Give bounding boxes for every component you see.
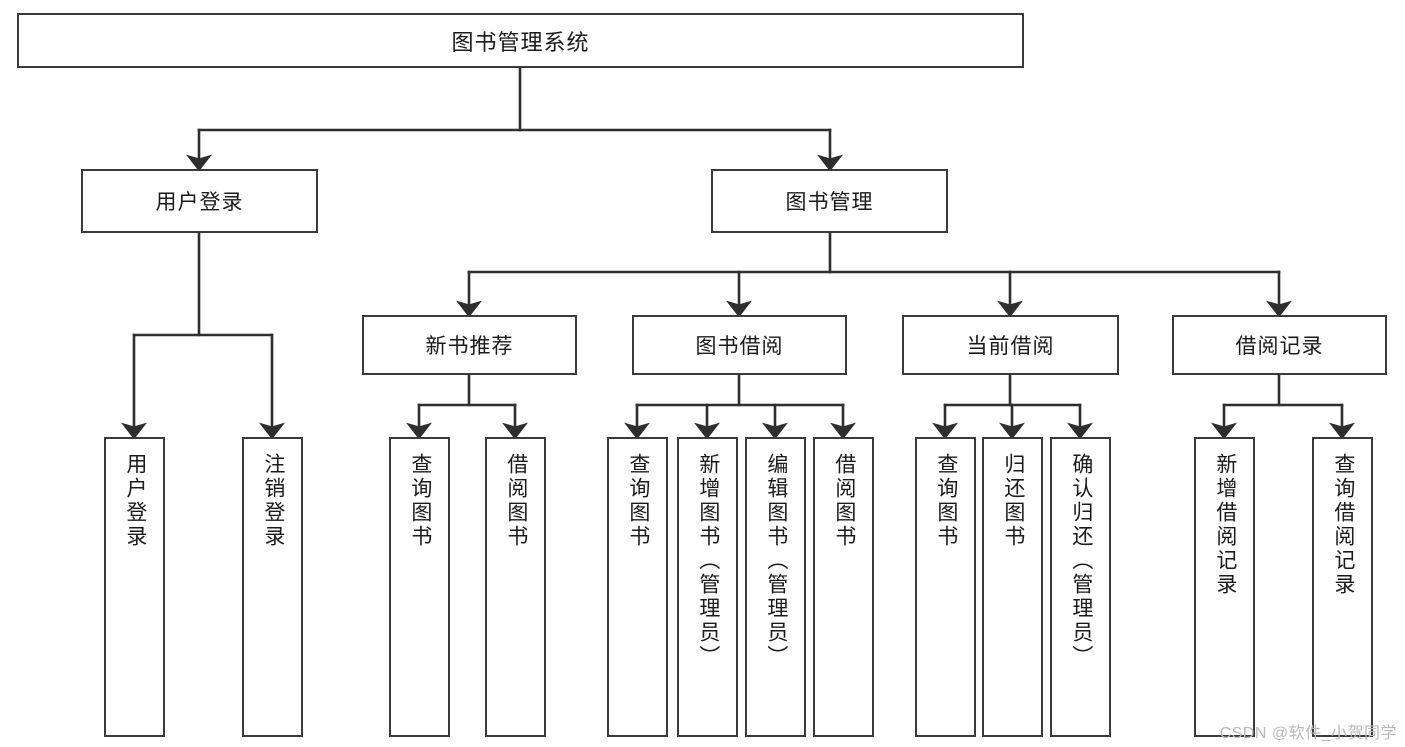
node-current-borrow[interactable]: 当前借阅 <box>902 315 1119 375</box>
node-book-management[interactable]: 图书管理 <box>711 169 948 233</box>
leaf-logout-login[interactable]: 注销登录 <box>242 437 303 737</box>
node-root-book-management-system[interactable]: 图书管理系统 <box>17 13 1024 68</box>
node-borrow-record[interactable]: 借阅记录 <box>1172 315 1387 375</box>
node-label: 注销登录 <box>261 453 285 549</box>
node-label: 图书借阅 <box>695 335 784 358</box>
node-label: 借阅记录 <box>1235 335 1324 358</box>
leaf-add-book[interactable]: 新增图书（管理员） <box>677 437 738 737</box>
node-label: 新书推荐 <box>425 335 514 358</box>
node-label: 确认归还（管理员） <box>1069 453 1093 669</box>
node-label: 查询借阅记录 <box>1331 453 1355 597</box>
leaf-query-book-2[interactable]: 查询图书 <box>607 437 668 737</box>
leaf-query-book-1[interactable]: 查询图书 <box>389 437 450 737</box>
node-label: 用户登录 <box>123 453 147 549</box>
node-user-login[interactable]: 用户登录 <box>81 169 318 233</box>
leaf-confirm-return[interactable]: 确认归还（管理员） <box>1050 437 1111 737</box>
leaf-edit-book[interactable]: 编辑图书（管理员） <box>745 437 806 737</box>
node-label: 新增图书（管理员） <box>696 453 720 669</box>
node-label: 图书管理系统 <box>451 29 590 55</box>
leaf-query-record[interactable]: 查询借阅记录 <box>1312 437 1373 737</box>
node-label: 编辑图书（管理员） <box>764 453 788 669</box>
leaf-add-record[interactable]: 新增借阅记录 <box>1194 437 1255 737</box>
node-label: 新增借阅记录 <box>1213 453 1237 597</box>
node-label: 借阅图书 <box>832 453 856 549</box>
node-label: 查询图书 <box>626 453 650 549</box>
node-label: 归还图书 <box>1001 453 1025 549</box>
leaf-borrow-book-2[interactable]: 借阅图书 <box>813 437 874 737</box>
node-label: 查询图书 <box>934 453 958 549</box>
node-book-borrow[interactable]: 图书借阅 <box>632 315 847 375</box>
node-label: 当前借阅 <box>966 335 1055 358</box>
node-label: 用户登录 <box>155 191 244 214</box>
node-new-book-recommend[interactable]: 新书推荐 <box>362 315 577 375</box>
leaf-borrow-book-1[interactable]: 借阅图书 <box>485 437 546 737</box>
node-label: 查询图书 <box>408 453 432 549</box>
leaf-user-login[interactable]: 用户登录 <box>104 437 165 737</box>
node-label: 借阅图书 <box>504 453 528 549</box>
leaf-return-book[interactable]: 归还图书 <box>982 437 1043 737</box>
node-label: 图书管理 <box>785 191 874 214</box>
leaf-query-book-3[interactable]: 查询图书 <box>915 437 976 737</box>
